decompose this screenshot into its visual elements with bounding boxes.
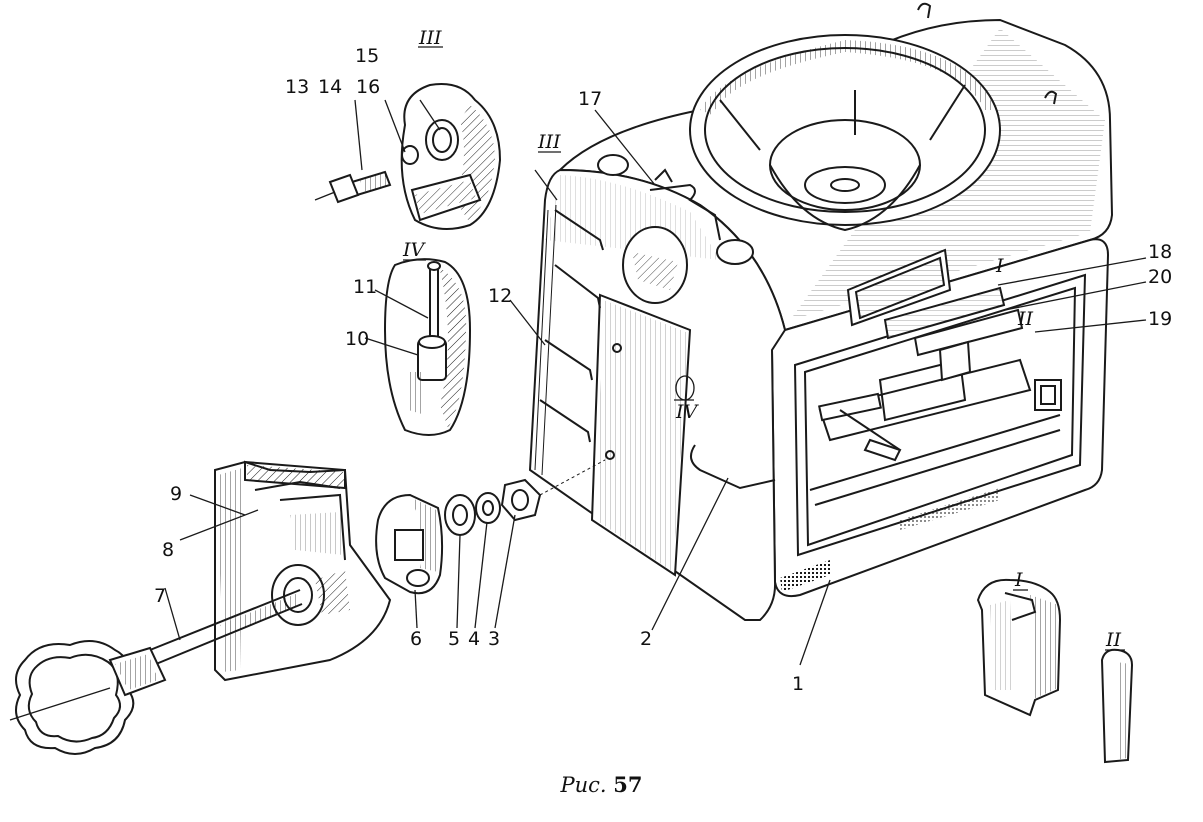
- detail-marks: III III IV IV I II I II: [402, 27, 1122, 651]
- callout-19: 19: [1148, 308, 1172, 330]
- callout-14: 14: [318, 76, 342, 98]
- callout-5: 5: [448, 628, 460, 650]
- caption-word: Рис.: [560, 773, 607, 797]
- callout-7: 7: [154, 585, 166, 607]
- callout-4: 4: [468, 628, 480, 650]
- detail-III: [314, 83, 502, 230]
- detail-mark-III-top: III: [418, 27, 442, 49]
- callout-3: 3: [488, 628, 500, 650]
- slider-assembly: [9, 460, 392, 755]
- detail-II: [1100, 648, 1134, 764]
- figure-caption: Рис. 57: [0, 772, 1203, 797]
- callout-13: 13: [285, 76, 309, 98]
- callout-numbers: 1 2 3 4 5 6 7 8 9 10 11 12 13 14 15 16 1…: [154, 45, 1172, 695]
- callout-1: 1: [792, 673, 804, 695]
- caption-number: 57: [613, 772, 643, 797]
- callout-9: 9: [170, 483, 182, 505]
- callout-11: 11: [353, 276, 377, 298]
- upper-slots: [846, 248, 1024, 382]
- detail-mark-II: II: [1105, 629, 1122, 651]
- callout-10: 10: [345, 328, 369, 350]
- callout-2: 2: [640, 628, 652, 650]
- detail-IV: [383, 258, 472, 436]
- detail-mark-I-housing: I: [995, 255, 1004, 277]
- callout-18: 18: [1148, 241, 1172, 263]
- callout-15: 15: [355, 45, 379, 67]
- callout-12: 12: [488, 285, 512, 307]
- callout-16: 16: [356, 76, 380, 98]
- callout-6: 6: [410, 628, 422, 650]
- top-ring-hopper: [689, 2, 1058, 232]
- callout-17: 17: [578, 88, 602, 110]
- side-door-panel: [539, 154, 776, 577]
- leader-lines: [164, 46, 1147, 666]
- callout-8: 8: [162, 539, 174, 561]
- detail-mark-III-housing: III: [537, 131, 561, 153]
- bushing-part-6: [375, 493, 444, 595]
- detail-mark-IV-housing: IV: [675, 401, 700, 423]
- washers-and-nut: [444, 459, 606, 536]
- callout-20: 20: [1148, 266, 1172, 288]
- detail-mark-I: I: [1014, 569, 1023, 591]
- detail-mark-IV-top: IV: [402, 239, 427, 261]
- detail-mark-II-housing: II: [1017, 308, 1034, 330]
- front-opening: [793, 273, 1087, 557]
- detail-I: [976, 578, 1062, 717]
